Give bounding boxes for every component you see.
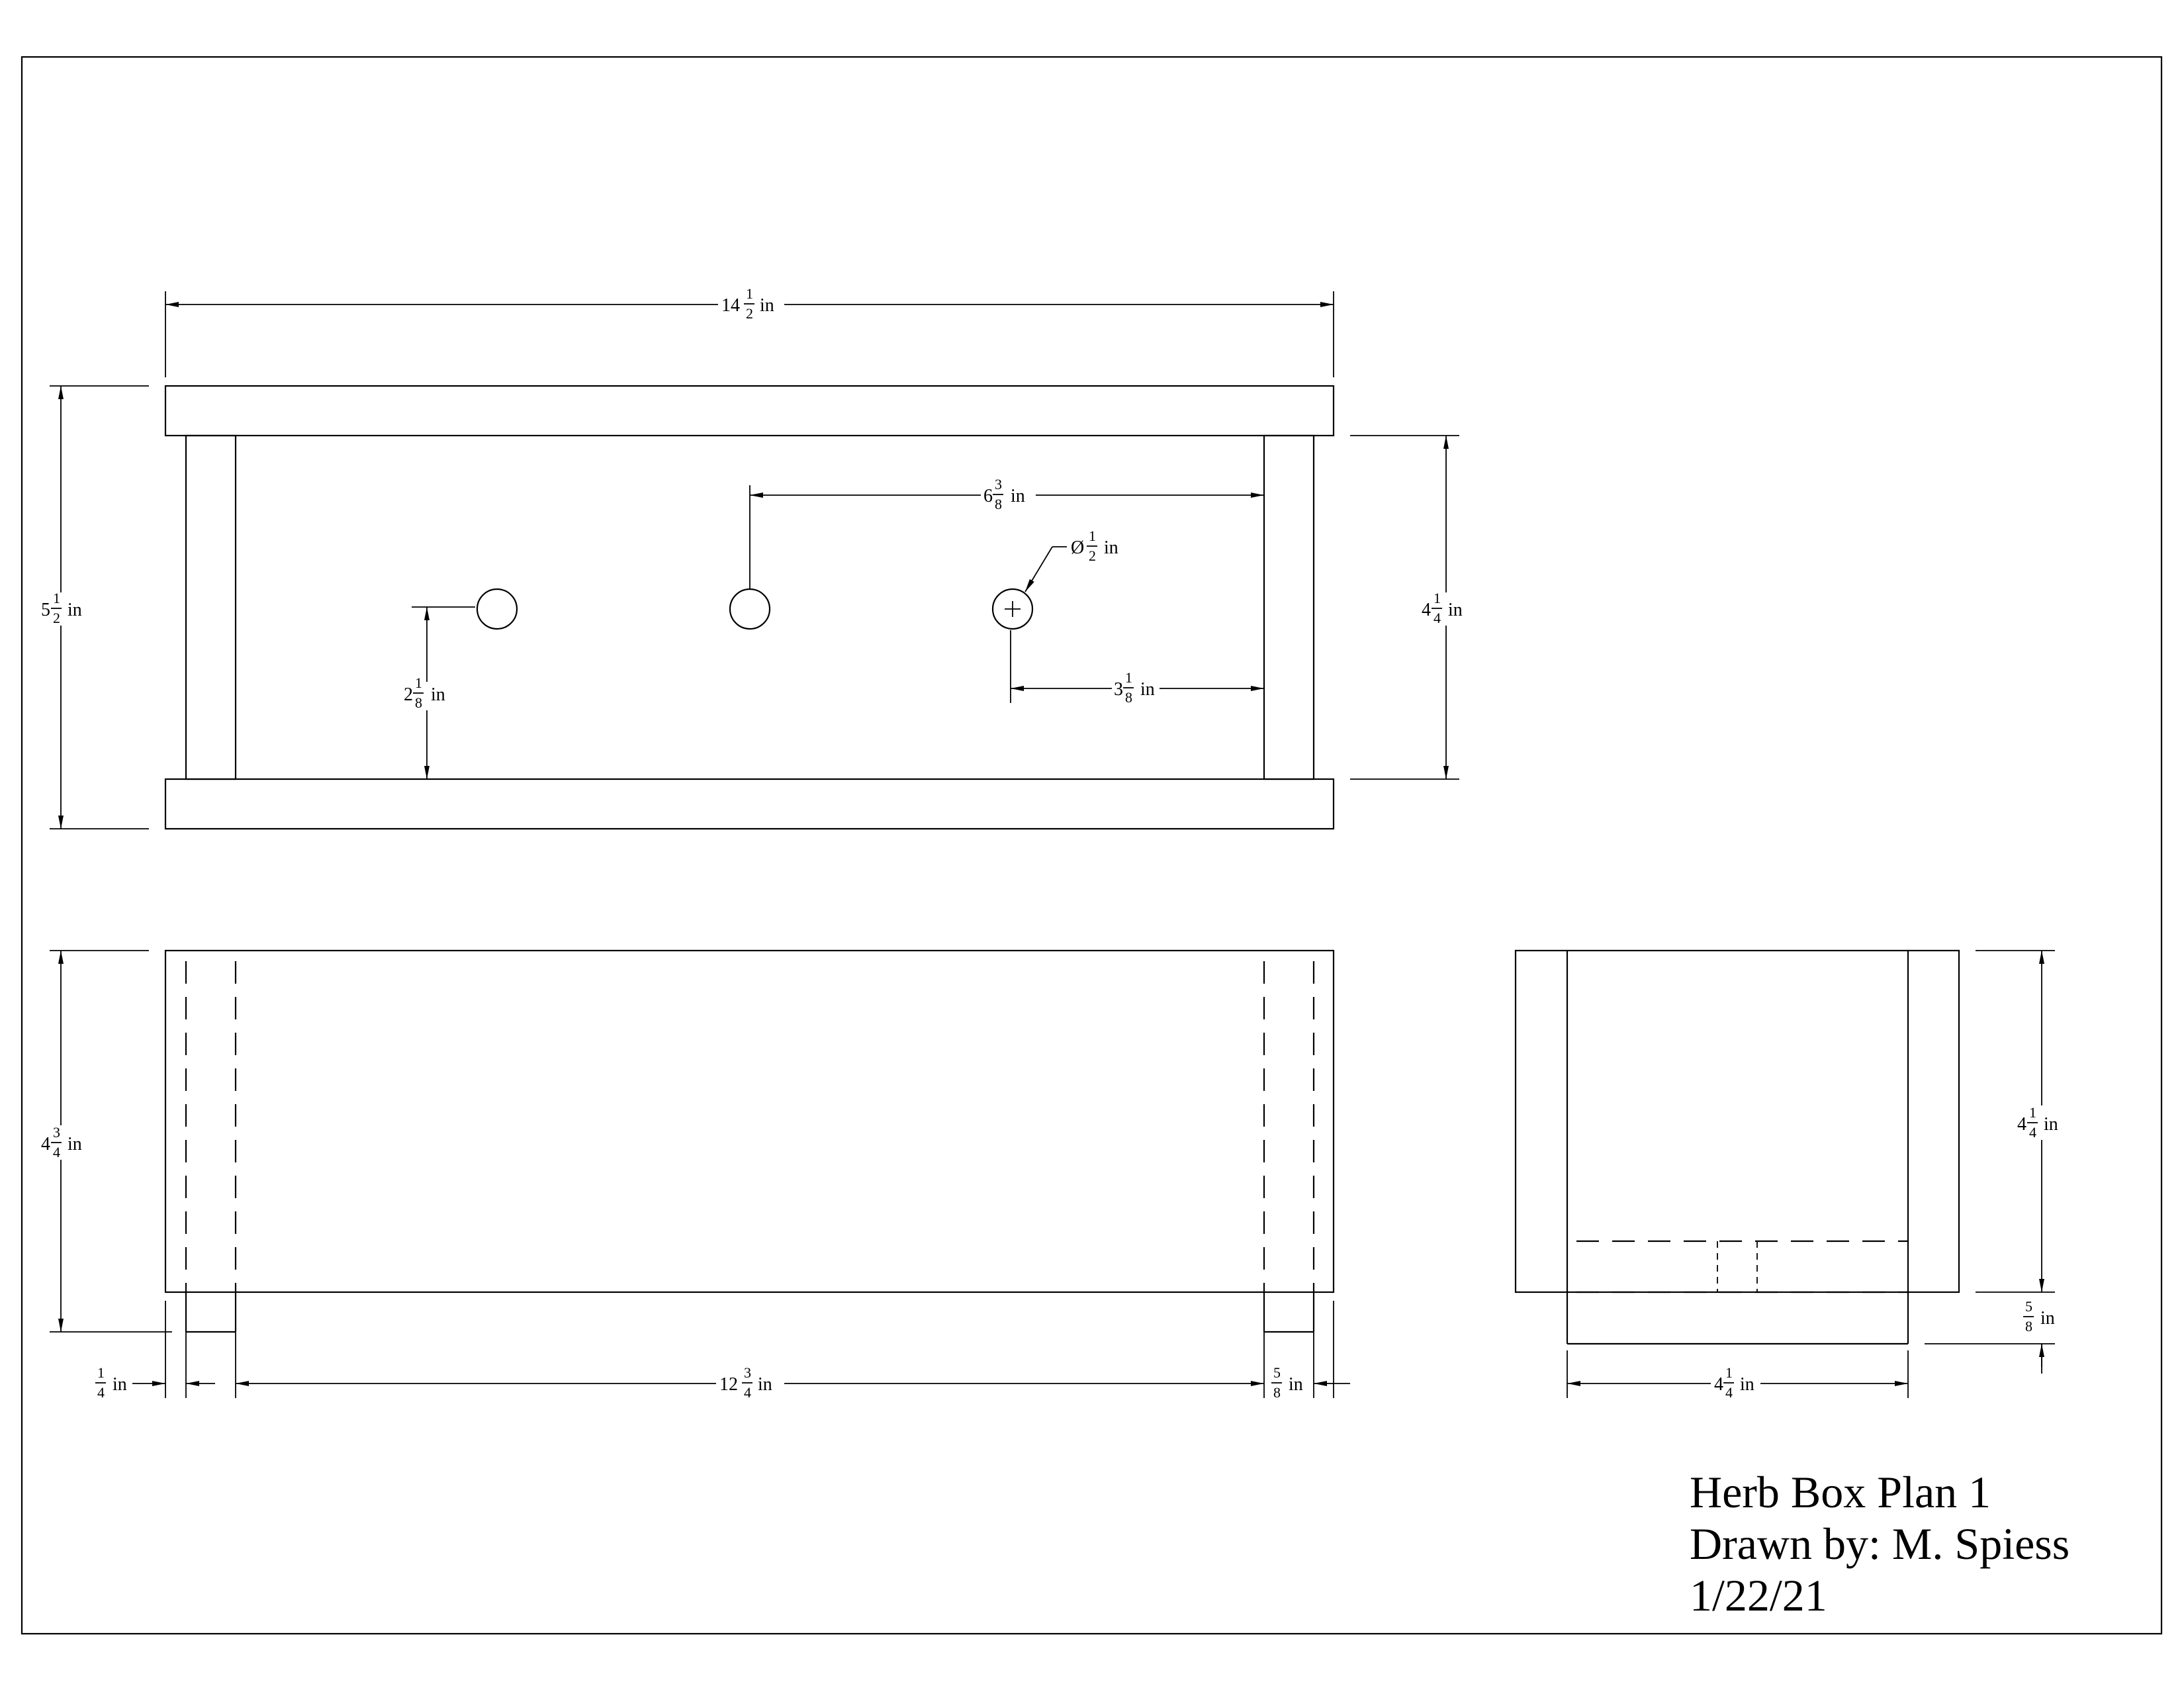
dim-hole-diameter-unit: in [1104, 538, 1118, 558]
dim-side-width-unit: in [1740, 1374, 1754, 1395]
dim-overall-height-den: 2 [53, 610, 60, 626]
drawn-by: Drawn by: M. Spiess [1690, 1519, 2070, 1569]
dim-overall-width-whole: 14 [721, 295, 740, 316]
dim-hole-spacing: 6 3 8 in [749, 476, 1264, 589]
dim-side-width: 4 1 4 in [1567, 1350, 1909, 1401]
dim-side-bottom-thickness-den: 8 [2025, 1318, 2032, 1335]
front-view [164, 385, 1335, 830]
dim-side-bottom-thickness-unit: in [2040, 1308, 2055, 1329]
dim-hole-from-bottom-whole: 2 [404, 684, 413, 705]
drain-hole-center [729, 588, 771, 630]
dim-overall-width: 14 1 2 in [165, 285, 1334, 377]
dim-top-height-den: 4 [53, 1144, 60, 1160]
dim-overall-width-num: 1 [746, 285, 753, 302]
dim-top-height-unit: in [68, 1134, 82, 1154]
dim-side-bottom-thickness-num: 5 [2025, 1298, 2032, 1315]
dim-inner-length-num: 3 [744, 1364, 751, 1381]
dim-end-thickness-unit: in [1289, 1374, 1303, 1395]
dim-overall-width-den: 2 [746, 305, 753, 322]
dim-hole-from-bottom-num: 1 [415, 675, 422, 691]
dim-hole-diameter: Ø 1 2 in [1024, 528, 1118, 592]
dim-hole-diameter-prefix: Ø [1071, 538, 1084, 558]
right-post [1263, 434, 1315, 780]
dim-left-offset: 1 4 in [95, 1364, 127, 1401]
dim-hole-diameter-den: 2 [1089, 547, 1096, 564]
dim-inner-length-unit: in [758, 1374, 772, 1395]
dim-hole-from-bottom-unit: in [431, 684, 445, 705]
dim-end-thickness-num: 5 [1273, 1364, 1281, 1381]
dim-top-height-num: 3 [53, 1124, 60, 1141]
dim-side-height-num: 1 [2029, 1104, 2036, 1121]
dim-left-offset-den: 4 [97, 1384, 105, 1401]
dim-side-height-whole: 4 [2017, 1114, 2026, 1135]
dim-inner-length-den: 4 [744, 1384, 751, 1401]
dim-side-height-den: 4 [2029, 1124, 2036, 1141]
dim-hole-from-side-unit: in [1140, 679, 1155, 700]
dim-overall-width-unit: in [760, 295, 774, 316]
dim-end-thickness: 5 8 in [1271, 1364, 1303, 1401]
dim-side-height: 4 1 4 in [1976, 950, 2058, 1293]
dim-left-offset-unit: in [113, 1374, 127, 1395]
dim-side-width-den: 4 [1725, 1384, 1733, 1401]
dim-inner-length: 12 3 4 in [719, 1364, 772, 1401]
dim-inner-height-den: 4 [1433, 610, 1441, 626]
dim-overall-height-whole: 5 [41, 600, 50, 620]
drain-hole-right [991, 588, 1034, 630]
dim-inner-height: 4 1 4 in [1350, 435, 1463, 780]
dim-inner-length-whole: 12 [719, 1374, 738, 1395]
side-view [1514, 949, 1960, 1345]
dim-end-thickness-den: 8 [1273, 1384, 1281, 1401]
top-view [164, 949, 1335, 1333]
dim-side-width-whole: 4 [1714, 1374, 1723, 1395]
top-view-outline [164, 949, 1335, 1293]
dim-overall-height-num: 1 [53, 590, 60, 606]
dim-side-height-unit: in [2044, 1114, 2058, 1135]
dim-hole-from-side-whole: 3 [1114, 679, 1123, 700]
dim-side-bottom-thickness: 5 8 in [1925, 1298, 2055, 1374]
dim-hole-spacing-num: 3 [995, 476, 1002, 492]
dim-hole-spacing-den: 8 [995, 496, 1002, 512]
dim-hole-from-side: 3 1 8 in [1010, 630, 1264, 706]
dim-side-width-num: 1 [1725, 1364, 1733, 1381]
dim-top-chain [132, 1301, 1350, 1398]
top-rail [164, 385, 1335, 437]
dim-left-offset-num: 1 [97, 1364, 105, 1381]
dim-inner-height-num: 1 [1433, 590, 1441, 606]
bottom-rail [164, 778, 1335, 830]
dim-inner-height-unit: in [1448, 600, 1463, 620]
dim-overall-height: 5 1 2 in [41, 385, 149, 829]
dim-top-height-whole: 4 [41, 1134, 50, 1154]
drain-hole-left [476, 588, 518, 630]
dim-inner-height-whole: 4 [1422, 600, 1431, 620]
left-post [185, 434, 237, 780]
dim-hole-from-bottom-den: 8 [415, 694, 422, 711]
sheet-border [21, 56, 2163, 1635]
dim-hole-from-side-num: 1 [1125, 669, 1132, 686]
plan-title: Herb Box Plan 1 [1690, 1467, 1991, 1517]
plan-date: 1/22/21 [1690, 1570, 1827, 1620]
dim-hole-from-bottom: 2 1 8 in [404, 606, 475, 779]
dim-top-height: 4 3 4 in [41, 950, 172, 1333]
dim-overall-height-unit: in [68, 600, 82, 620]
dim-hole-spacing-unit: in [1011, 486, 1025, 506]
dim-hole-diameter-num: 1 [1089, 528, 1096, 544]
title-block: Herb Box Plan 1 Drawn by: M. Spiess 1/22… [1690, 1466, 2070, 1621]
dim-hole-spacing-whole: 6 [983, 486, 993, 506]
dim-hole-from-side-den: 8 [1125, 689, 1132, 706]
